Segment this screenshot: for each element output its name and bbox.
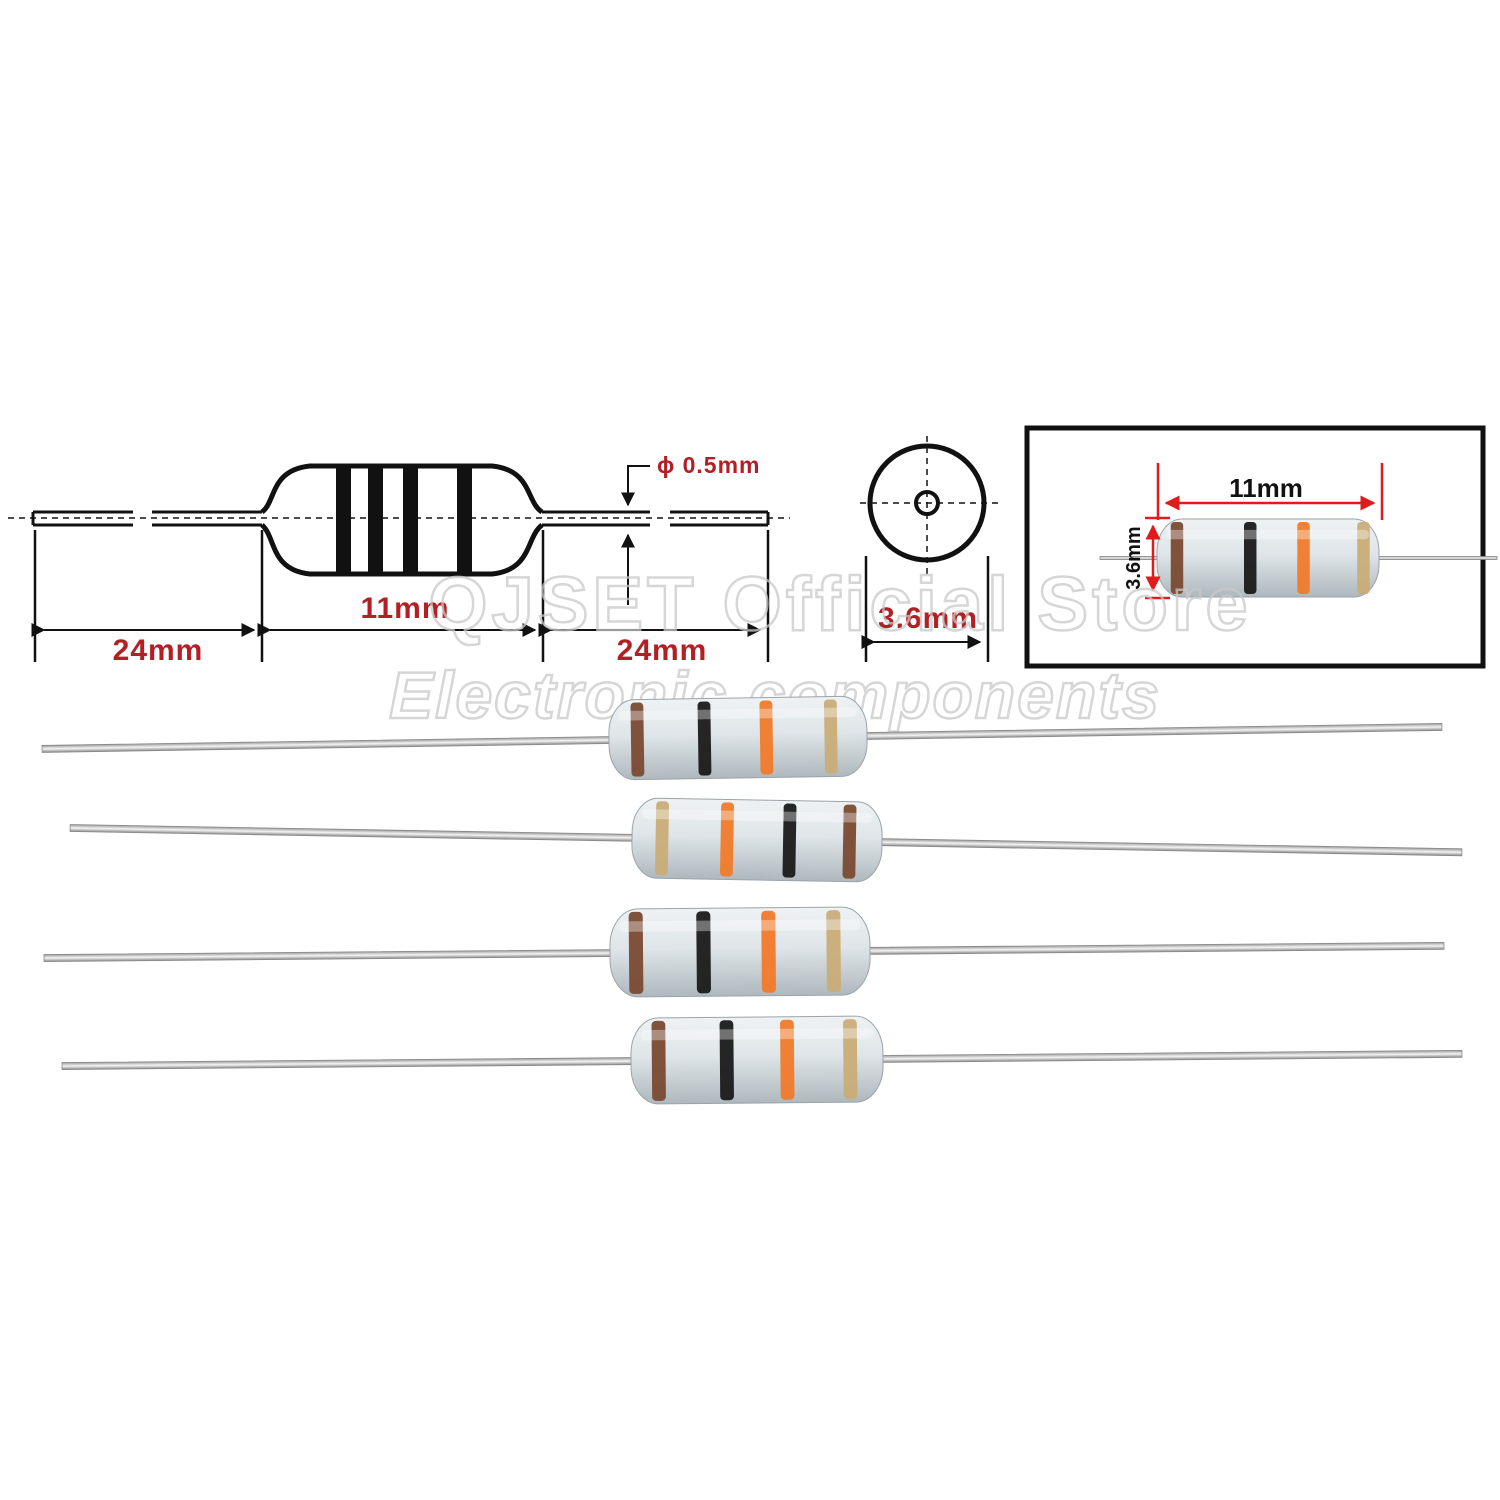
resistor-body-outline <box>260 463 544 577</box>
resistor-photo-2 <box>69 797 1463 883</box>
end-view <box>860 436 1000 662</box>
resistor-photos <box>41 695 1463 1105</box>
inset-diameter-label: 3.6mm <box>1123 526 1145 589</box>
band-gold <box>1357 522 1370 594</box>
lead-diameter-leader <box>621 465 650 605</box>
band-gold <box>843 1019 858 1100</box>
band-black <box>696 911 711 994</box>
resistor-photo-4 <box>61 1015 1463 1105</box>
right-lead-outline <box>542 510 770 527</box>
extension-lines <box>33 530 770 662</box>
inset-resistor <box>1099 518 1498 598</box>
band-orange <box>761 910 776 993</box>
band-gold <box>823 699 838 774</box>
band-brown <box>628 911 644 994</box>
body-highlight <box>619 919 860 932</box>
body-highlight <box>642 809 873 823</box>
band-brown <box>651 1020 666 1101</box>
resistor-body <box>630 1015 884 1105</box>
band-brown <box>1170 522 1184 594</box>
resistor-body <box>608 695 868 781</box>
inset-length-label: 11mm <box>1229 473 1303 503</box>
band-orange <box>780 1019 795 1100</box>
body-diameter-label: 3.6mm <box>878 602 978 635</box>
drawing-bands <box>336 467 472 573</box>
band-brown <box>842 804 857 879</box>
inset-resistor-photo-1 <box>1099 518 1498 598</box>
band-black <box>719 1020 734 1101</box>
technical-drawing <box>8 436 1000 662</box>
inset-dimension-lines <box>1145 463 1384 600</box>
resistor-body <box>631 797 883 883</box>
lead-diameter-label: ϕ 0.5mm <box>657 452 761 478</box>
lead-length-right-label: 24mm <box>617 634 708 667</box>
band-brown <box>630 702 645 777</box>
body-highlight <box>640 1028 873 1041</box>
band-black <box>782 803 797 878</box>
watermark-store-name: QJSET Official Store <box>428 562 1251 647</box>
lead-length-left-label: 24mm <box>113 634 204 667</box>
left-lead-outline <box>31 510 262 527</box>
band-orange <box>1297 522 1310 594</box>
band-black <box>1244 522 1257 594</box>
band-black <box>697 701 712 776</box>
band-orange <box>759 700 774 775</box>
resistor-photo-3 <box>43 906 1445 998</box>
band-orange <box>720 802 734 877</box>
resistor-body <box>609 906 871 998</box>
inset-panel: 11mm 3.6mm <box>1024 425 1498 669</box>
body-length-label: 11mm <box>360 592 449 625</box>
body-highlight <box>1167 529 1369 540</box>
resistor-photo-1 <box>41 695 1443 781</box>
band-gold <box>655 801 669 876</box>
body-highlight <box>618 707 857 721</box>
band-gold <box>826 910 841 993</box>
